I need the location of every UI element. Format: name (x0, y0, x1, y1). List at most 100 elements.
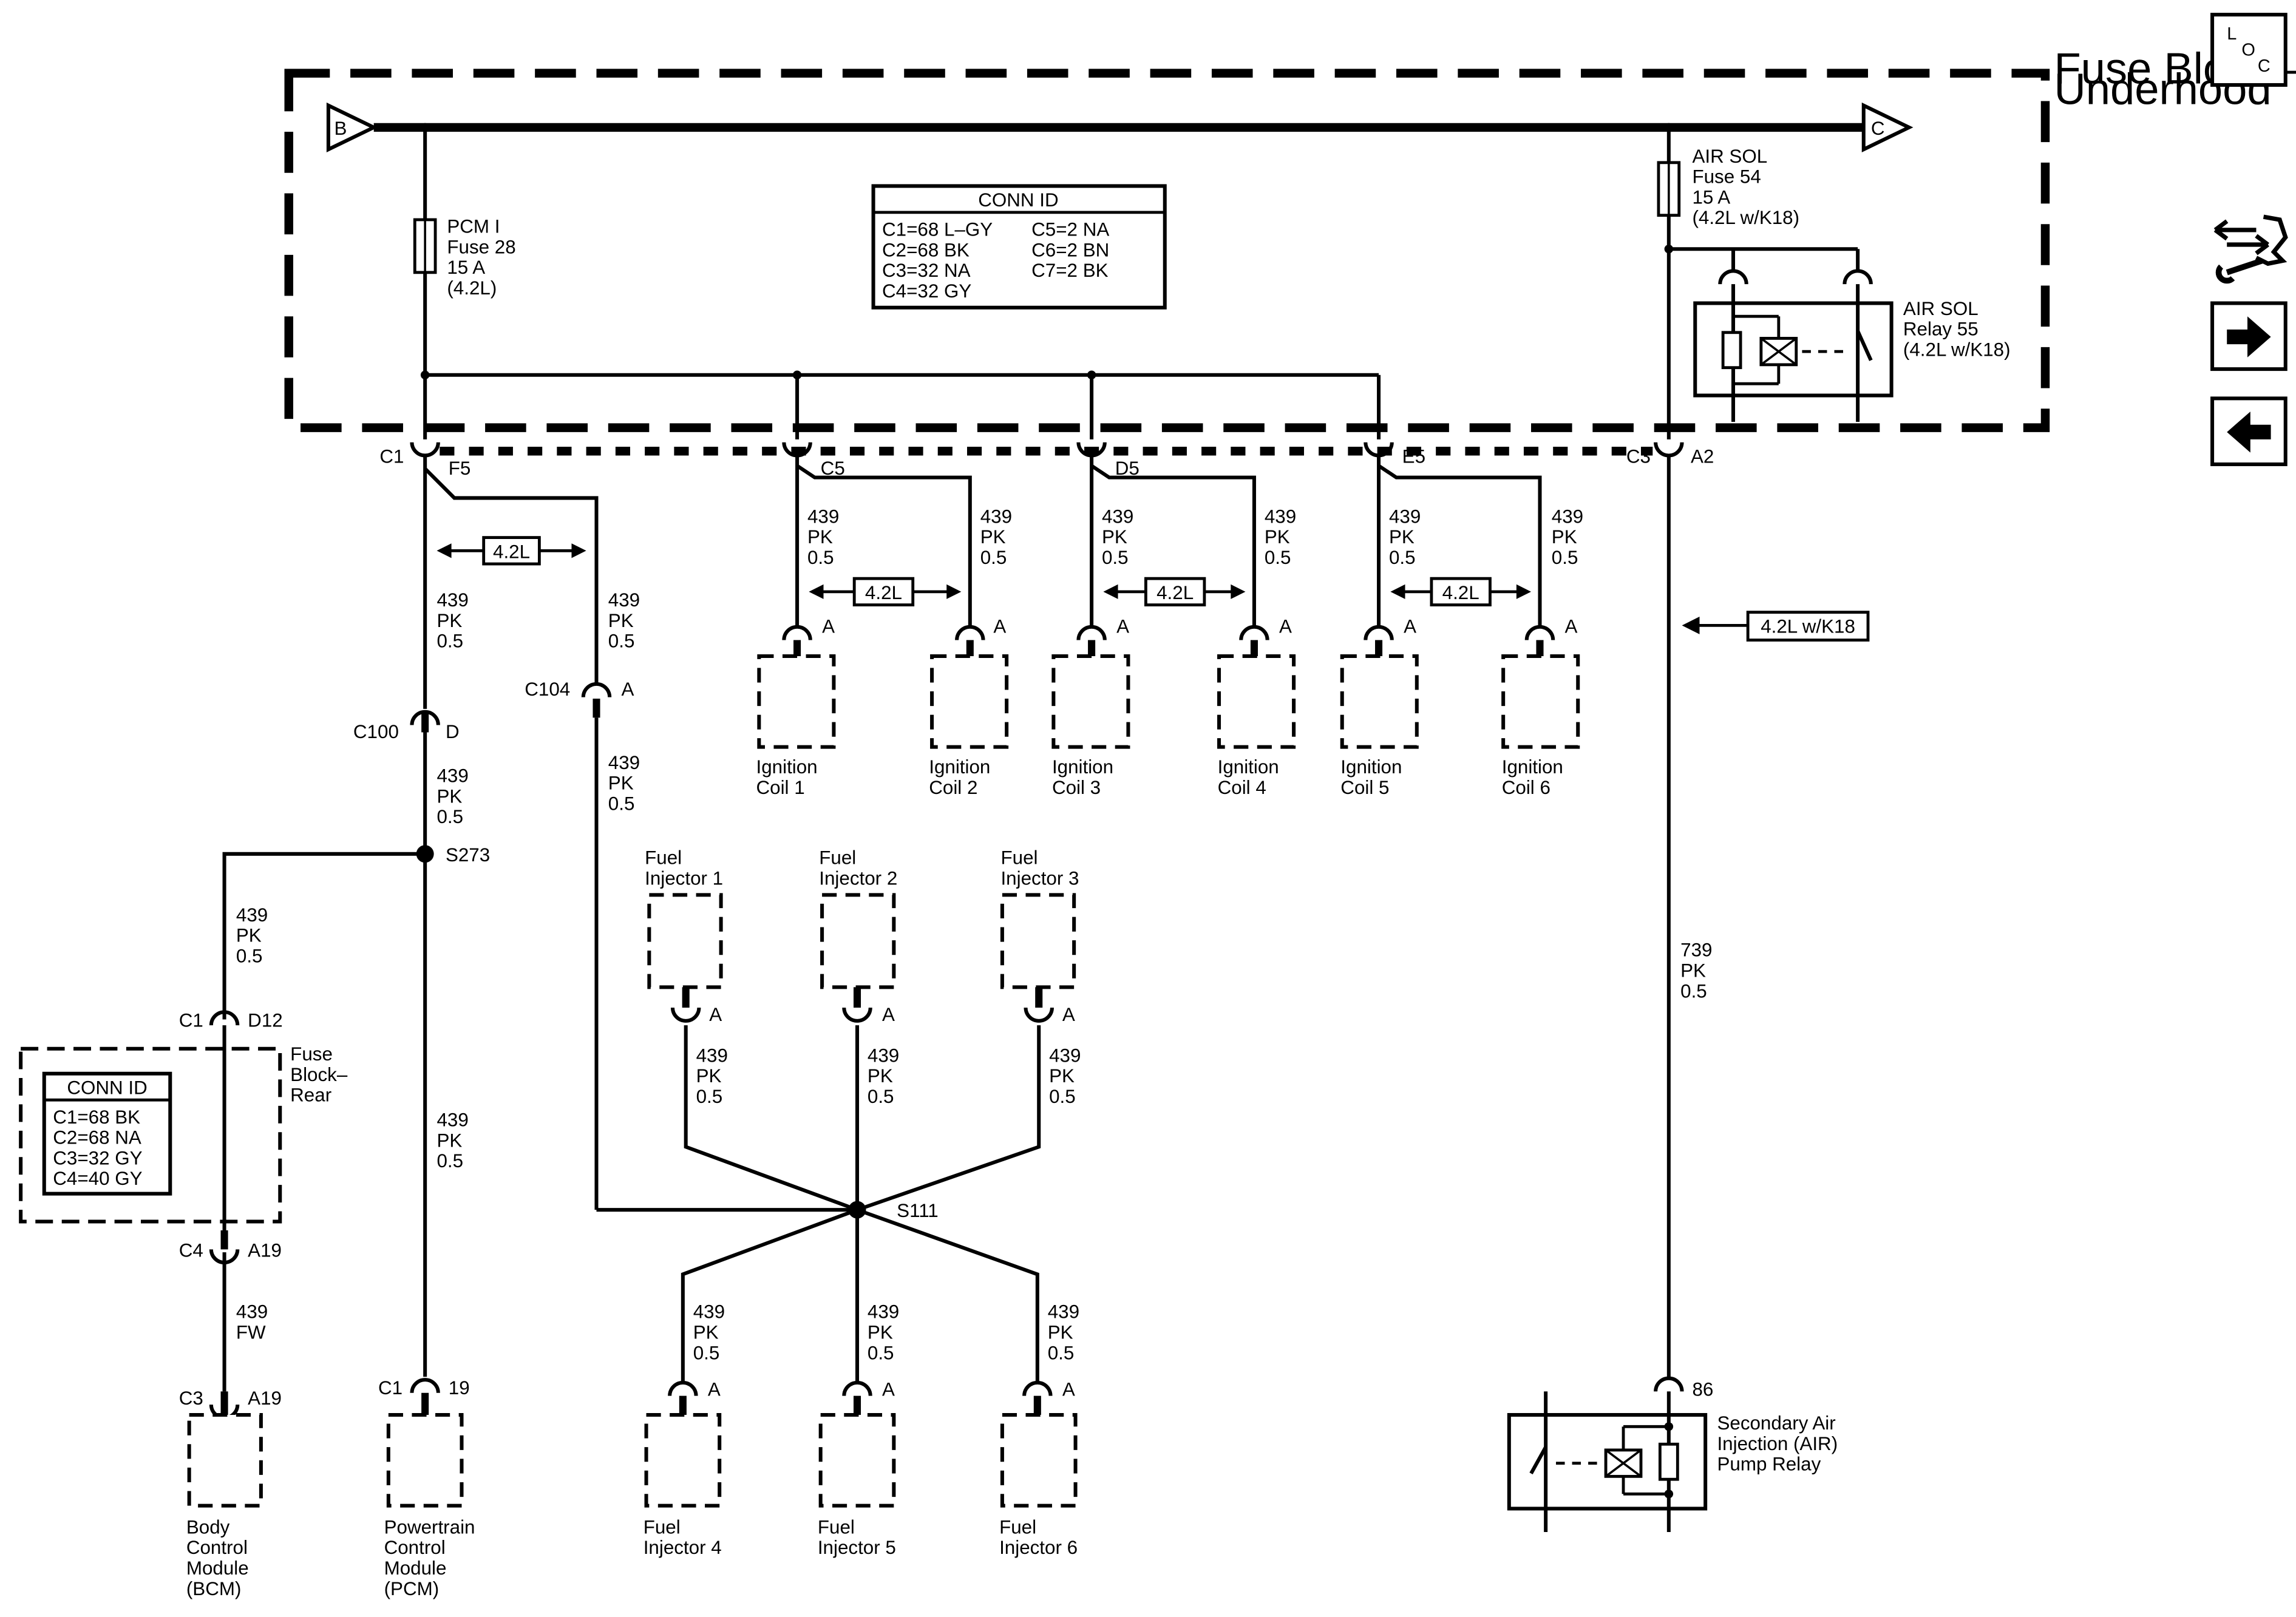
svg-text:0.5: 0.5 (807, 547, 834, 568)
svg-text:439: 439 (868, 1045, 899, 1066)
svg-text:0.5: 0.5 (1680, 980, 1707, 1002)
secondary-air-injection-pump-relay: Secondary Air Injection (AIR) Pump Relay (1507, 1391, 1838, 1533)
svg-text:PK: PK (807, 526, 833, 547)
fuse-block-rear: Fuse Block– Rear CONN ID C1=68 BK C2=68 … (19, 1043, 348, 1224)
connectors-underhood: C1 F5 C5 D5 E5 C3 A2 (379, 442, 1714, 479)
svg-text:Coil 6: Coil 6 (1502, 777, 1550, 798)
svg-text:A: A (1565, 615, 1578, 637)
location-button[interactable]: L O C (2210, 13, 2288, 87)
fuse28-line2: Fuse 28 (447, 236, 515, 257)
svg-text:Control: Control (186, 1537, 248, 1558)
svg-text:PK: PK (436, 1130, 462, 1151)
next-button[interactable] (2210, 301, 2288, 371)
svg-text:439: 439 (608, 752, 640, 773)
svg-text:Ignition: Ignition (1340, 756, 1402, 778)
conn-d-label: D (446, 721, 460, 742)
option-k18-indicator: 4.2L w/K18 (1682, 611, 1870, 642)
coil-feed-bus (420, 370, 1653, 456)
svg-text:Control: Control (384, 1537, 446, 1558)
svg-text:Fuel: Fuel (1000, 847, 1038, 869)
option-42-arrow-left: 4.2L (436, 536, 586, 566)
arrow-left-icon (2227, 412, 2271, 453)
svg-text:Rear: Rear (290, 1085, 331, 1106)
svg-text:PK: PK (868, 1322, 893, 1343)
svg-text:C1: C1 (179, 1010, 203, 1031)
svg-text:PK: PK (1389, 526, 1415, 547)
svg-text:C2=68 NA: C2=68 NA (53, 1127, 141, 1148)
ignition-coil-4: A Ignition Coil 4 (1217, 615, 1296, 798)
svg-text:439: 439 (1552, 506, 1583, 527)
svg-text:Injector 1: Injector 1 (645, 867, 723, 889)
bcm-feed-circuit: 439 PK 0.5 439 FW C1 D12 C4 A19 C3 A19 (179, 852, 426, 1420)
svg-text:0.5: 0.5 (1049, 1086, 1076, 1107)
svg-text:439: 439 (236, 1301, 268, 1323)
svg-text:439: 439 (693, 1301, 725, 1323)
fuel-injector-5: A Fuel Injector 5 (818, 1379, 896, 1559)
fuse-54: AIR SOL Fuse 54 15 A (4.2L w/K18) (1657, 127, 1858, 439)
svg-text:A: A (882, 1379, 895, 1400)
air-pump-relay-circuit: 739 PK 0.5 4.2L w/K18 86 (1654, 454, 1870, 1400)
ignition-coil-1: A Ignition Coil 1 (756, 615, 836, 798)
svg-text:0.5: 0.5 (1389, 547, 1416, 568)
svg-text:PK: PK (868, 1065, 893, 1086)
option-42-arrow-coils-34: 4.2L (1103, 577, 1246, 607)
conn-id-right-2: C6=2 BN (1031, 239, 1109, 260)
bus-out-label: C (1871, 118, 1885, 139)
fuse54-line4: (4.2L w/K18) (1692, 207, 1799, 228)
bus-in-label: B (335, 118, 347, 139)
fuse-block-underhood: Fuse Block – Underhood (284, 44, 2296, 432)
svg-text:Injection (AIR): Injection (AIR) (1717, 1433, 1838, 1454)
svg-text:A: A (1062, 1379, 1075, 1400)
svg-text:A: A (1062, 1004, 1075, 1025)
conn-id-left-3: C3=32 NA (882, 260, 971, 281)
svg-text:Block–: Block– (290, 1064, 348, 1085)
svg-text:A: A (882, 1004, 895, 1025)
svg-text:Powertrain: Powertrain (384, 1516, 475, 1537)
svg-text:Fuel: Fuel (819, 847, 856, 869)
svg-text:Ignition: Ignition (756, 756, 818, 778)
arrow-right-icon (2227, 316, 2271, 358)
svg-text:PK: PK (1552, 526, 1577, 547)
svg-text:Fuel: Fuel (644, 1516, 681, 1537)
svg-text:439: 439 (868, 1301, 899, 1323)
svg-text:PK: PK (696, 1065, 722, 1086)
svg-text:0.5: 0.5 (1265, 547, 1291, 568)
fuse54-line3: 15 A (1692, 186, 1730, 208)
previous-button[interactable] (2210, 396, 2288, 466)
fuse54-line2: Fuse 54 (1692, 166, 1761, 188)
svg-text:0.5: 0.5 (608, 631, 635, 652)
air-sol-relay-55: AIR SOL Relay 55 (4.2L w/K18) (1693, 249, 2011, 422)
svg-text:Coil 3: Coil 3 (1052, 777, 1101, 798)
wrench-icon[interactable] (2213, 214, 2288, 284)
fuse28-line3: 15 A (447, 257, 485, 278)
svg-text:Body: Body (186, 1516, 230, 1537)
conn-c1-label: C1 (379, 446, 404, 467)
ignition-coil-3: A Ignition Coil 3 (1051, 615, 1130, 798)
svg-text:0.5: 0.5 (1552, 547, 1578, 568)
svg-text:Fuel: Fuel (818, 1516, 855, 1537)
svg-text:739: 739 (1680, 940, 1712, 961)
bus-bar: B C (326, 102, 1914, 152)
svg-text:PK: PK (1265, 526, 1290, 547)
svg-text:Coil 4: Coil 4 (1218, 777, 1266, 798)
svg-text:Fuel: Fuel (645, 847, 682, 869)
svg-text:A: A (1279, 615, 1292, 637)
svg-text:439: 439 (1049, 1045, 1081, 1066)
loc-c: C (2258, 56, 2271, 76)
svg-text:A: A (709, 1004, 722, 1025)
powertrain-control-module: C1 19 Powertrain Control Module (PCM) (378, 1377, 475, 1599)
conn-a2-label: A2 (1691, 446, 1714, 467)
svg-text:0.5: 0.5 (696, 1086, 723, 1107)
svg-text:19: 19 (449, 1377, 470, 1398)
conn-id-box-underhood: CONN ID C1=68 L–GY C2=68 BK C3=32 NA C4=… (871, 184, 1167, 310)
svg-text:439: 439 (1265, 506, 1296, 527)
svg-text:86: 86 (1692, 1379, 1713, 1400)
svg-text:A19: A19 (248, 1388, 282, 1409)
splice-s111-label: S111 (897, 1200, 939, 1221)
svg-text:A: A (622, 679, 634, 700)
svg-text:439: 439 (436, 765, 468, 787)
ignition-coil-5: A Ignition Coil 5 (1340, 615, 1419, 798)
svg-text:C1=68 BK: C1=68 BK (53, 1107, 140, 1128)
option-42-arrow-coils-56: 4.2L (1390, 577, 1532, 607)
body-control-module: Body Control Module (BCM) (186, 1412, 263, 1599)
